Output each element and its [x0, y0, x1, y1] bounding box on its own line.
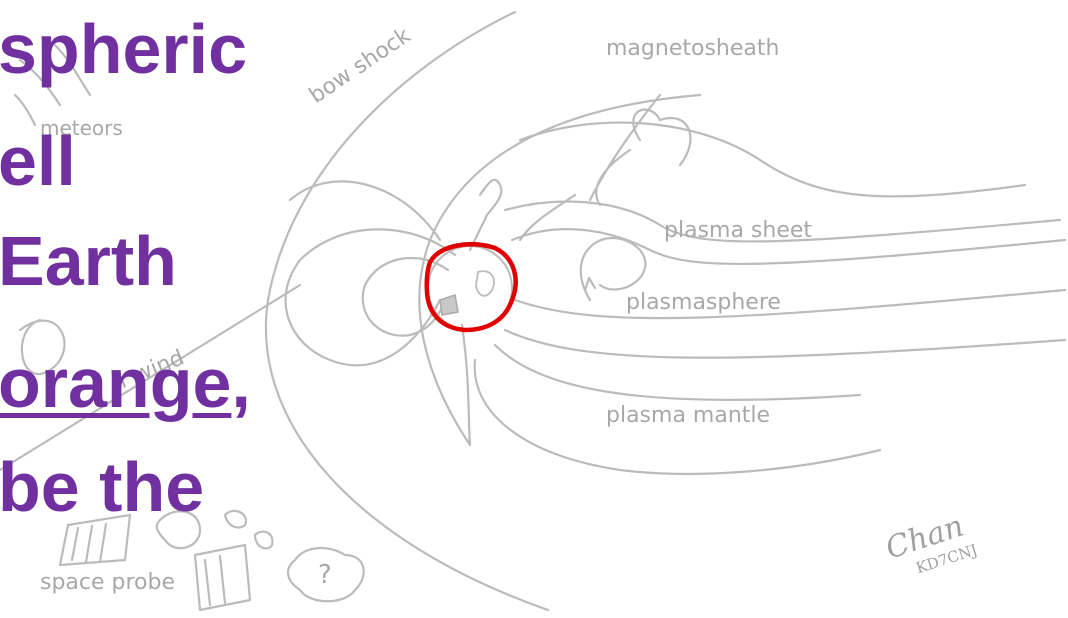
plasmasphere-label: plasmasphere — [626, 290, 781, 315]
heading-orange-word: orange — [0, 344, 231, 422]
magnetopause-line — [419, 95, 700, 445]
heading-line-5: be the — [0, 452, 204, 522]
heading-comma: , — [231, 344, 250, 422]
question-mark-label: ? — [318, 560, 332, 590]
heading-line-3: Earth — [0, 226, 177, 296]
earth-icon — [427, 244, 516, 330]
plasma-sheet-label: plasma sheet — [664, 218, 812, 243]
space-probe-label: space probe — [40, 570, 175, 595]
heading-line-2: ell — [0, 126, 76, 196]
magnetosheath-label: magnetosheath — [606, 36, 779, 61]
heading-line-1: spheric — [0, 14, 247, 84]
rock-icon — [225, 511, 246, 528]
heading-line-4: orange, — [0, 348, 251, 418]
plasma-mantle-label: plasma mantle — [606, 403, 770, 428]
trident-icon — [590, 95, 690, 205]
